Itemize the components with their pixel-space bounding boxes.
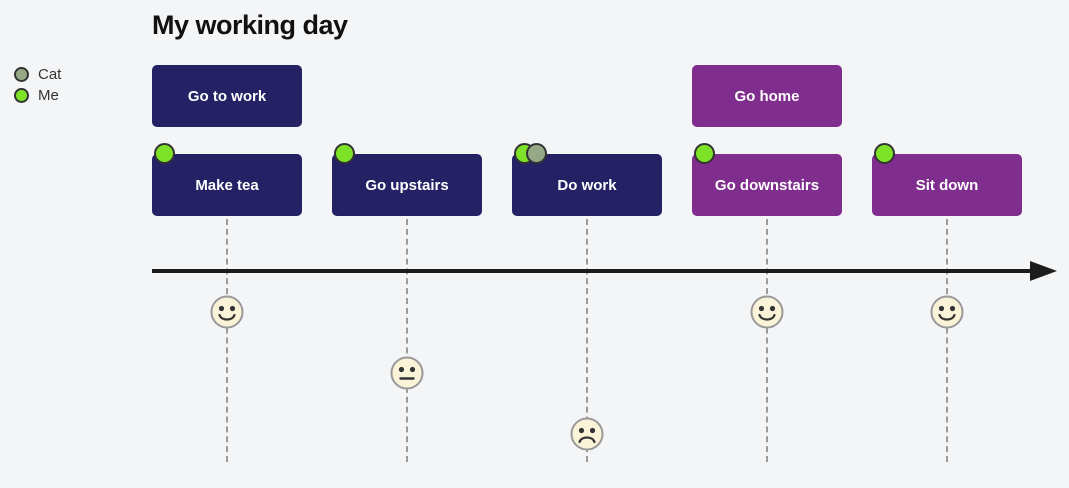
me-actor-dot-icon — [154, 143, 175, 164]
section-box-go-to-work: Go to work — [152, 65, 302, 127]
dashed-guide-line — [226, 219, 228, 462]
task-label: Make tea — [195, 176, 259, 194]
cat-actor-dot-icon — [14, 67, 29, 82]
section-box-go-home: Go home — [692, 65, 842, 127]
legend-item-me: Me — [14, 85, 61, 106]
legend-item-cat: Cat — [14, 64, 61, 85]
section-label: Go home — [734, 87, 800, 105]
task-label: Do work — [557, 176, 617, 194]
cat-actor-dot-icon — [526, 143, 547, 164]
timeline-arrowhead-icon — [1030, 261, 1057, 281]
dashed-guide-line — [766, 219, 768, 462]
task-label: Go upstairs — [365, 176, 449, 194]
me-actor-dot-icon — [694, 143, 715, 164]
legend-label-cat: Cat — [38, 66, 62, 83]
sad-face-icon — [569, 416, 605, 452]
happy-face-icon — [749, 294, 785, 330]
section-label: Go to work — [187, 87, 267, 105]
task-box-sit-down: Sit down — [872, 143, 1022, 216]
task-label: Go downstairs — [714, 176, 820, 194]
me-actor-dot-icon — [14, 88, 29, 103]
task-box-make-tea: Make tea — [152, 143, 302, 216]
dashed-guide-line — [406, 219, 408, 462]
happy-face-icon — [929, 294, 965, 330]
happy-face-icon — [209, 294, 245, 330]
legend-label-me: Me — [38, 87, 59, 104]
dashed-guide-line — [946, 219, 948, 462]
task-box-go-upstairs: Go upstairs — [332, 143, 482, 216]
task-box-go-downstairs: Go downstairs — [692, 143, 842, 216]
task-label: Sit down — [915, 176, 979, 194]
legend: Cat Me — [14, 64, 61, 106]
me-actor-dot-icon — [874, 143, 895, 164]
timeline-axis — [152, 269, 1032, 273]
me-actor-dot-icon — [334, 143, 355, 164]
diagram-title: My working day — [152, 10, 348, 40]
dashed-guide-line — [586, 219, 588, 462]
task-box-do-work: Do work — [512, 143, 662, 216]
neutral-face-icon — [389, 355, 425, 391]
